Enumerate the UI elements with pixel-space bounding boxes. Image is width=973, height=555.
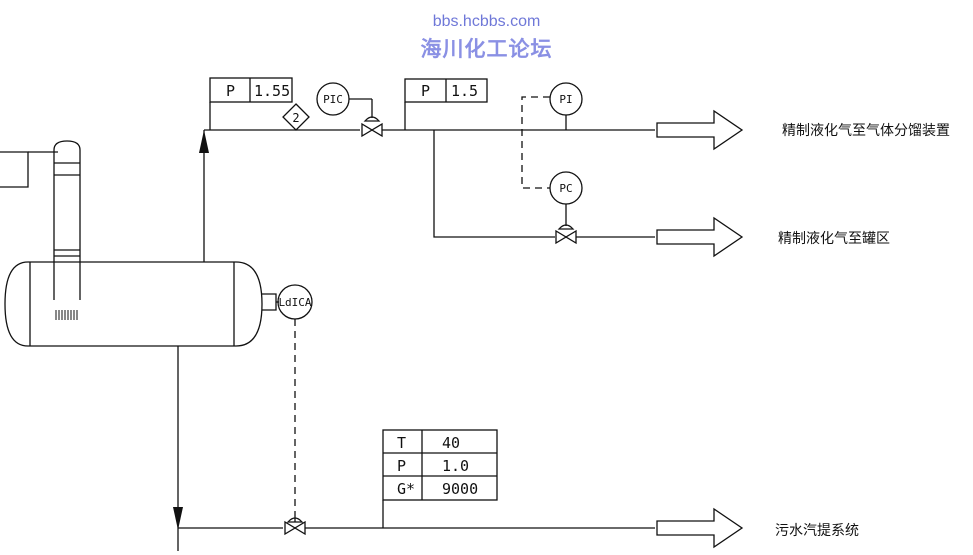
- level-control-valve: [284, 520, 306, 536]
- coalescer-element: [53, 140, 81, 320]
- stream-box-bottom: [382, 429, 498, 528]
- tank-farm-control-valve: [555, 229, 577, 245]
- feed-equipment-stub: [0, 151, 29, 188]
- horizontal-separator-vessel: [4, 261, 263, 347]
- destination-sour-water: 污水汽提系统: [775, 523, 859, 539]
- pic-label: PIC: [323, 93, 343, 106]
- box-bottom-value-3: 9000: [442, 480, 478, 498]
- flow-arrow-up: [199, 130, 209, 153]
- box-top-left-param: P: [226, 82, 235, 100]
- pressure-control-valve: [361, 122, 383, 138]
- watermark-url: bbs.hcbbs.com: [432, 13, 541, 30]
- box-bottom-value-2: 1.0: [442, 457, 469, 475]
- level-label: LdICA: [278, 296, 311, 309]
- tank-farm-line: [433, 130, 555, 238]
- flow-arrow-down: [173, 507, 183, 530]
- note-diamond: [282, 103, 310, 131]
- pressure-signal-line: [521, 96, 550, 189]
- pi-label: PI: [559, 93, 572, 106]
- stream-box-top-left: [209, 77, 293, 130]
- offpage-arrow-gas-fractionation: [656, 109, 744, 151]
- stream-box-top-right: [404, 78, 488, 130]
- box-bottom-param-1: T: [397, 434, 406, 452]
- box-top-right-value: 1.5: [451, 82, 478, 100]
- note-tag: 2: [292, 111, 299, 125]
- destination-tank-farm: 精制液化气至罐区: [778, 231, 890, 247]
- pressure-indicator-bubble: [549, 82, 583, 116]
- offpage-arrow-sour-water: [656, 507, 744, 549]
- pc-label: PC: [559, 182, 572, 195]
- box-bottom-value-1: 40: [442, 434, 460, 452]
- box-bottom-param-2: P: [397, 457, 406, 475]
- box-top-right-param: P: [421, 82, 430, 100]
- watermark-name: 海川化工论坛: [420, 37, 553, 61]
- box-bottom-param-3: G*: [397, 480, 415, 498]
- offpage-arrow-tank-farm: [656, 216, 744, 258]
- destination-gas-fractionation: 精制液化气至气体分馏装置: [782, 123, 950, 139]
- box-top-left-value: 1.55: [254, 82, 290, 100]
